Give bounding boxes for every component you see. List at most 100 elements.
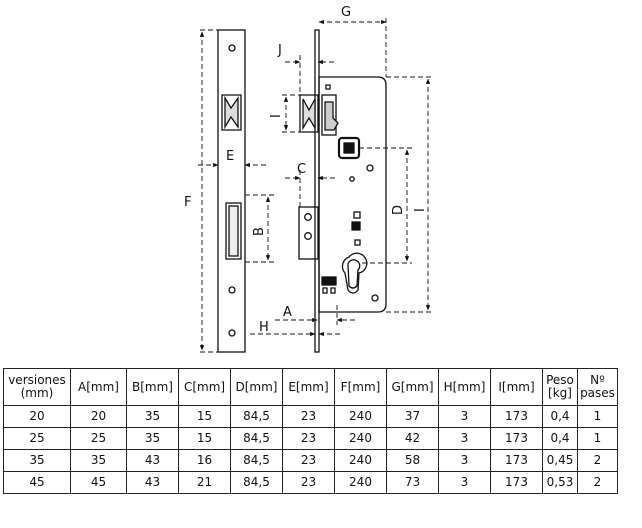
column-header-line: Nº	[590, 373, 605, 387]
column-header-line: E[mm]	[288, 379, 329, 394]
column-header-line: (mm)	[20, 386, 54, 400]
column-header-line: G[mm]	[391, 379, 434, 394]
table-cell: 240	[334, 471, 387, 494]
column-header-line: Peso	[546, 373, 574, 387]
table-cell: 20	[70, 405, 127, 428]
table-cell: 43	[126, 449, 179, 472]
dimension-j	[285, 55, 334, 95]
table-cell: 84,5	[230, 449, 283, 472]
specifications-table: versiones(mm) A[mm] B[mm] C[mm] D[mm] E[mm] F[…	[3, 368, 618, 494]
column-header: I[mm]	[490, 368, 543, 406]
table-cell: 240	[334, 405, 387, 428]
column-header: F[mm]	[334, 368, 387, 406]
table-cell: 0,45	[542, 449, 578, 472]
table-cell: 23	[282, 449, 335, 472]
table-cell: 0,4	[542, 405, 578, 428]
label-e: E	[226, 149, 234, 164]
table-cell: 240	[334, 449, 387, 472]
dimension-c	[285, 170, 335, 207]
table-cell: 25	[3, 427, 71, 450]
column-header: D[mm]	[230, 368, 283, 406]
table-cell: 73	[386, 471, 439, 494]
table-cell: 173	[490, 427, 543, 450]
table-cell: 1	[577, 405, 618, 428]
column-header: G[mm]	[386, 368, 439, 406]
table-cell: 23	[282, 427, 335, 450]
table-cell: 37	[386, 405, 439, 428]
table-cell: 23	[282, 405, 335, 428]
table-cell: 35	[126, 405, 179, 428]
lock-body	[298, 29, 387, 353]
table-cell: 84,5	[230, 405, 283, 428]
column-header: Peso[kg]	[542, 368, 578, 406]
label-g: G	[341, 5, 351, 20]
table-cell: 3	[438, 449, 491, 472]
column-header: B[mm]	[126, 368, 179, 406]
table-cell: 21	[178, 471, 231, 494]
label-f: F	[184, 195, 191, 210]
column-header-line: F[mm]	[340, 379, 381, 394]
column-header: E[mm]	[282, 368, 335, 406]
column-header-line: C[mm]	[183, 379, 226, 394]
column-header-line: pases	[580, 386, 615, 400]
table-cell: 2	[577, 449, 618, 472]
label-i-case: I	[413, 208, 428, 212]
dimension-i-case	[386, 76, 432, 313]
table-cell: 35	[126, 427, 179, 450]
column-header-line: B[mm]	[132, 379, 173, 394]
table-header-row: versiones(mm) A[mm] B[mm] C[mm] D[mm] E[mm] F[…	[3, 368, 618, 406]
column-header: H[mm]	[438, 368, 491, 406]
table-cell: 15	[178, 405, 231, 428]
label-b: B	[252, 227, 267, 236]
table-cell: 2	[577, 471, 618, 494]
table-cell: 3	[438, 427, 491, 450]
column-header-line: H[mm]	[443, 379, 486, 394]
table-cell: 84,5	[230, 471, 283, 494]
dimension-f	[199, 29, 218, 353]
table-cell: 45	[70, 471, 127, 494]
dimension-b	[245, 194, 275, 263]
table-cell: 3	[438, 405, 491, 428]
label-h: H	[259, 320, 269, 335]
dimension-d	[359, 147, 412, 264]
table-cell: 25	[70, 427, 127, 450]
dimension-i-latch	[282, 94, 300, 133]
table-cell: 0,53	[542, 471, 578, 494]
column-header-line: I[mm]	[498, 379, 535, 394]
table-cell: 15	[178, 427, 231, 450]
table-cell: 240	[334, 427, 387, 450]
column-header: versiones(mm)	[3, 368, 71, 406]
table-cell: 16	[178, 449, 231, 472]
column-header-line: D[mm]	[235, 379, 278, 394]
table-cell: 173	[490, 449, 543, 472]
column-header: A[mm]	[70, 368, 127, 406]
label-j: J	[277, 43, 282, 58]
label-d: D	[391, 205, 406, 215]
table-cell: 23	[282, 471, 335, 494]
table-cell: 0,4	[542, 427, 578, 450]
table-cell: 58	[386, 449, 439, 472]
table-cell: 35	[3, 449, 71, 472]
table-cell: 3	[438, 471, 491, 494]
table-cell: 1	[577, 427, 618, 450]
column-header-line: [kg]	[548, 386, 572, 400]
dimension-g	[318, 18, 387, 77]
faceplate	[217, 29, 246, 353]
column-header-line: A[mm]	[78, 379, 119, 394]
label-i-latch: I	[269, 114, 284, 118]
table-cell: 20	[3, 405, 71, 428]
column-header: C[mm]	[178, 368, 231, 406]
label-c: C	[297, 162, 306, 177]
table-cell: 45	[3, 471, 71, 494]
table-cell: 42	[386, 427, 439, 450]
table-cell: 173	[490, 471, 543, 494]
table-cell: 84,5	[230, 427, 283, 450]
dimension-a	[275, 305, 355, 325]
lock-technical-drawing: F E B C J I G D I A H	[184, 5, 432, 353]
